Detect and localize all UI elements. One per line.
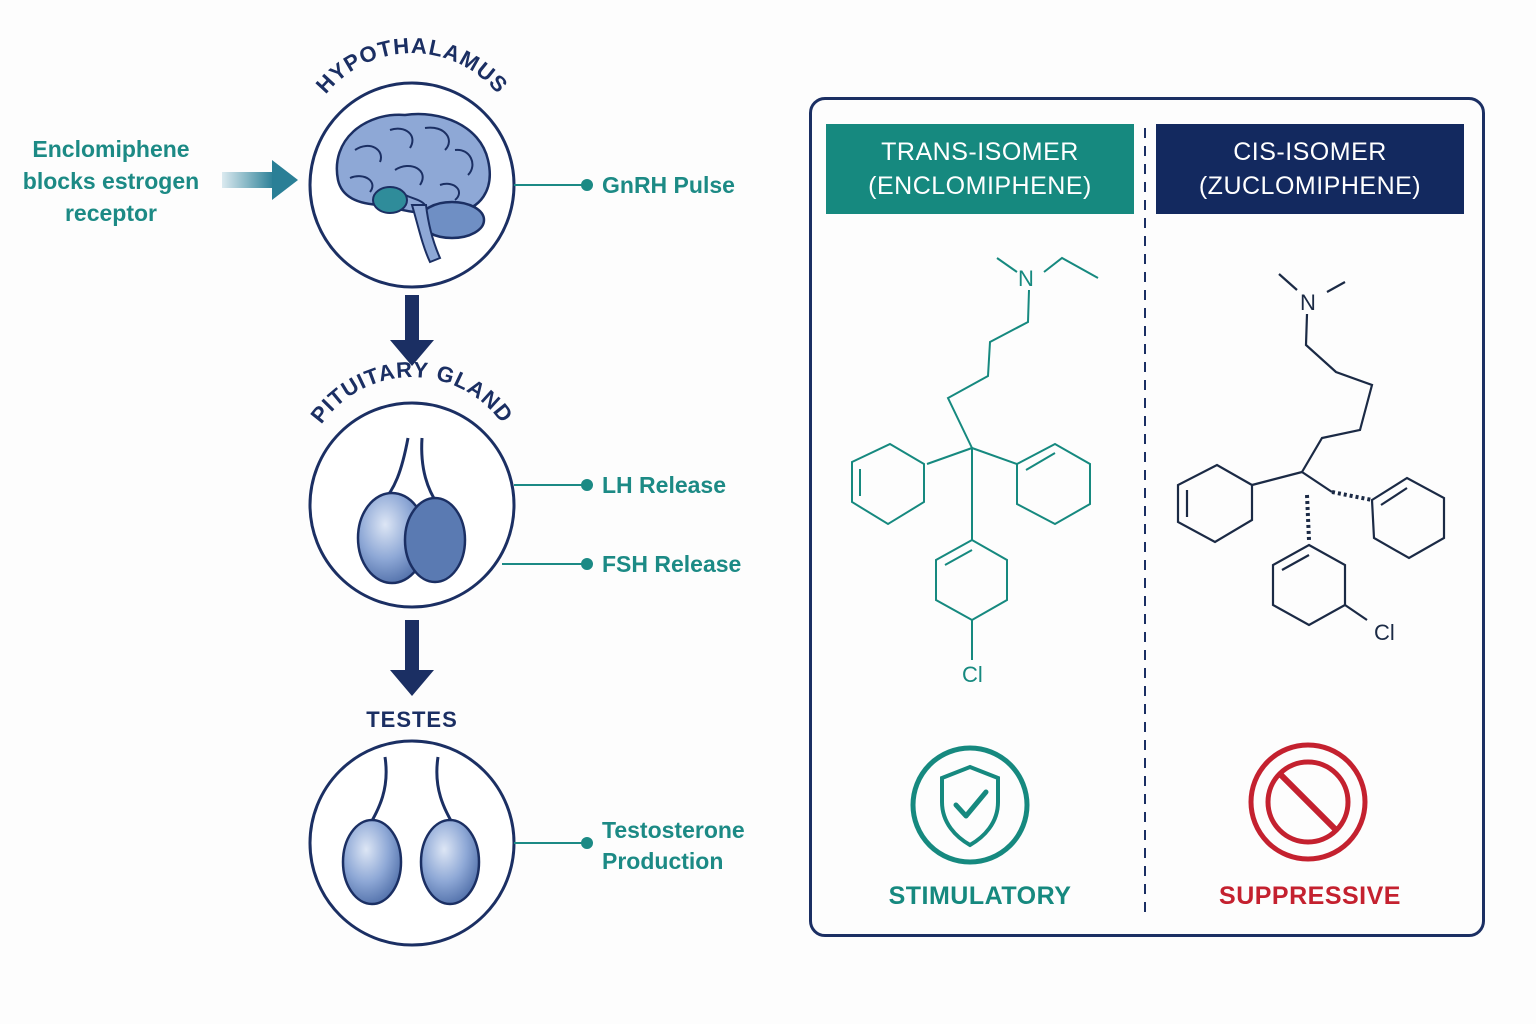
arrow-down-icon bbox=[390, 620, 434, 696]
cis-molecule-structure bbox=[1176, 273, 1446, 627]
testes-circle bbox=[308, 739, 516, 947]
trans-n-atom: N bbox=[1018, 266, 1034, 291]
trans-title-line: (ENCLOMIPHENE) bbox=[868, 172, 1092, 200]
trans-title-line: TRANS-ISOMER bbox=[881, 138, 1079, 166]
note-line: blocks estrogen bbox=[22, 168, 200, 194]
arrow-down-icon bbox=[390, 295, 434, 366]
cis-title-line: (ZUCLOMIPHENE) bbox=[1198, 172, 1422, 200]
organ-title-testes: TESTES bbox=[366, 707, 458, 732]
gnrh-label: GnRH Pulse bbox=[602, 172, 735, 198]
stimulatory-label: STIMULATORY bbox=[888, 882, 1072, 910]
trans-isomer-header: TRANS-ISOMER (ENCLOMIPHENE) bbox=[826, 124, 1134, 214]
cis-isomer-header: CIS-ISOMER (ZUCLOMIPHENE) bbox=[1156, 124, 1464, 214]
testosterone-label: Testosterone Production bbox=[602, 815, 745, 877]
enclomiphene-note: Enclomiphene blocks estrogen receptor bbox=[10, 133, 212, 229]
isomer-comparison-panel: TRANS-ISOMER (ENCLOMIPHENE) CIS-ISOMER (… bbox=[809, 97, 1485, 937]
trans-molecule-structure bbox=[851, 256, 1099, 660]
brain-icon bbox=[335, 112, 491, 264]
lh-label: LH Release bbox=[602, 472, 727, 498]
cis-title-line: CIS-ISOMER bbox=[1233, 138, 1387, 166]
suppressive-label: SUPPRESSIVE bbox=[1219, 882, 1401, 910]
cis-n-atom: N bbox=[1300, 290, 1316, 315]
note-line: receptor bbox=[64, 200, 158, 226]
prohibited-icon bbox=[1248, 742, 1368, 862]
fsh-label: FSH Release bbox=[602, 551, 742, 577]
testosterone-line: Testosterone bbox=[602, 817, 745, 843]
note-line: Enclomiphene bbox=[32, 136, 190, 162]
structures-graphics bbox=[851, 128, 1446, 920]
testes-icon bbox=[341, 756, 481, 906]
pituitary-icon bbox=[356, 437, 467, 585]
cis-cl-atom: Cl bbox=[1374, 620, 1395, 645]
trans-cl-atom: Cl bbox=[962, 662, 983, 687]
shield-check-icon bbox=[910, 745, 1030, 865]
arrow-right-icon bbox=[222, 160, 298, 200]
testosterone-line: Production bbox=[602, 848, 724, 874]
